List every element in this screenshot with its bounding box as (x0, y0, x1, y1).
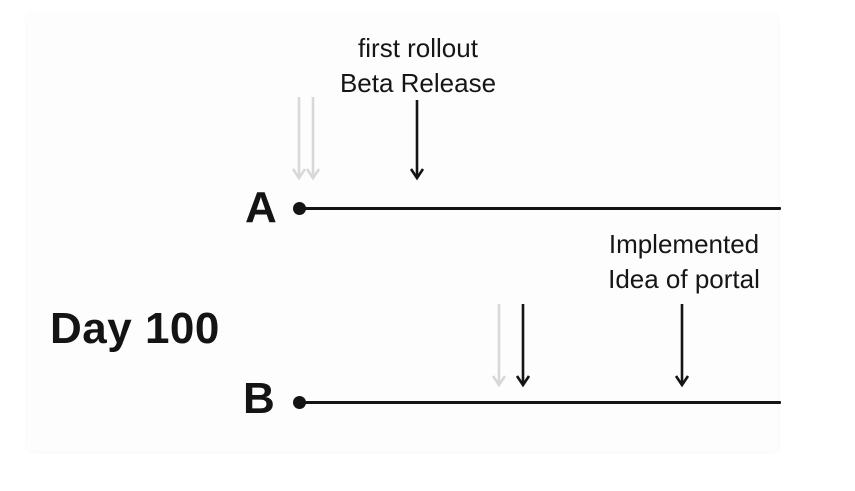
day-label: Day 100 (50, 304, 220, 353)
annotation-line: first rollout (358, 33, 478, 63)
timeline-b-label: B (243, 374, 275, 423)
diagram-card (27, 13, 778, 451)
down-arrow-icon (290, 96, 308, 182)
timeline-b-line (299, 401, 781, 404)
annotation-beta-release: first rollout Beta Release (298, 31, 538, 101)
annotation-line: Implemented (608, 229, 760, 259)
annotation-line: Beta Release (339, 68, 497, 98)
timeline-a-line (299, 207, 781, 210)
timeline-a-label: A (245, 183, 277, 232)
annotation-idea-of-portal: Implemented Idea of portal (564, 227, 804, 297)
down-arrow-icon (514, 303, 532, 389)
down-arrow-icon (673, 303, 691, 389)
annotation-line: Idea of portal (608, 264, 760, 294)
down-arrow-icon (490, 303, 508, 389)
down-arrow-icon (408, 96, 426, 182)
down-arrow-icon (304, 96, 322, 182)
